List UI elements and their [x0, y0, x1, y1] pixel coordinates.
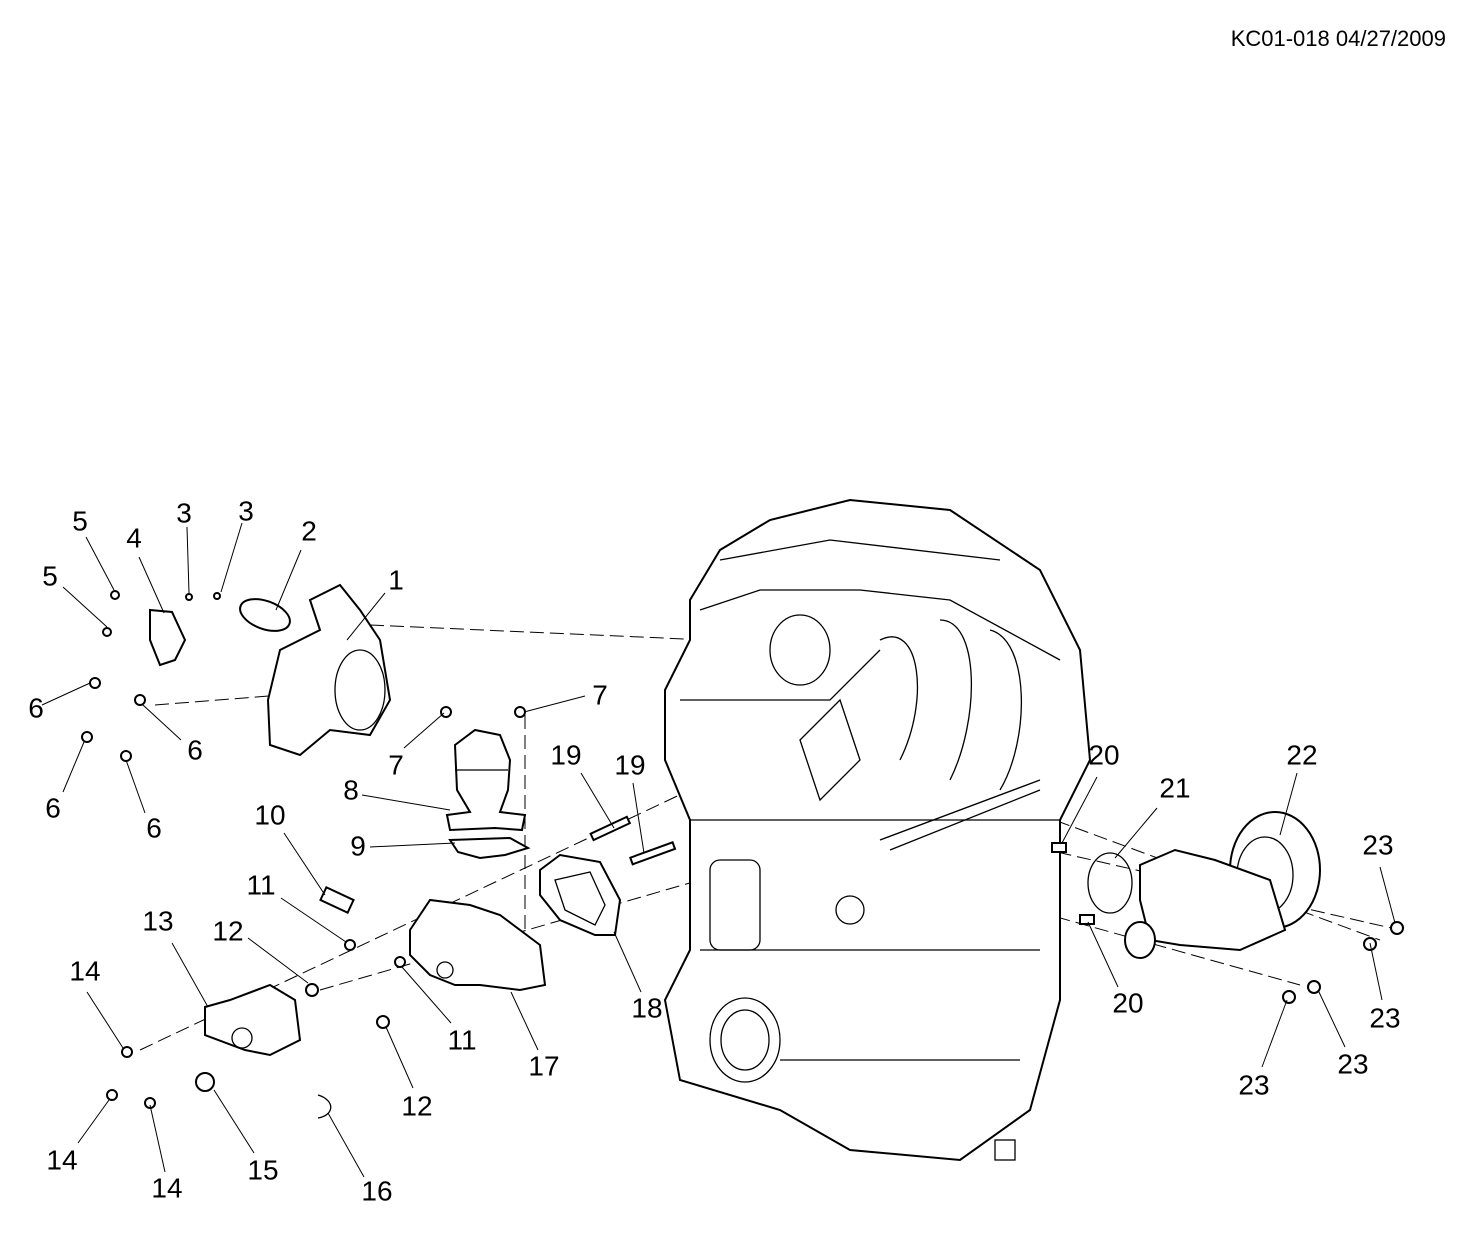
throttle-body-part-1: [266, 583, 392, 757]
callout-6: 6: [28, 692, 44, 723]
callout-14: 14: [69, 955, 100, 986]
water-pump-part-22: [1124, 811, 1321, 959]
callout-12: 12: [212, 915, 243, 946]
callout-19: 19: [614, 749, 645, 780]
callout-10: 10: [254, 799, 285, 830]
leader-lines: [41, 522, 1396, 1178]
callout-3: 3: [176, 497, 192, 528]
callout-5: 5: [72, 505, 88, 536]
callout-11: 11: [447, 1024, 476, 1055]
gasket-part-9: [448, 836, 531, 860]
callout-5: 5: [42, 560, 58, 591]
o-ring-part-21: [1087, 852, 1133, 914]
callout-8: 8: [343, 774, 359, 805]
callout-6: 6: [146, 812, 162, 843]
drawing-id-date: KC01-018 04/27/2009: [1230, 26, 1446, 51]
callout-23: 23: [1337, 1048, 1368, 1079]
pins-part-19: [589, 815, 677, 866]
callout-13: 13: [142, 905, 173, 936]
callout-15: 15: [247, 1154, 278, 1185]
callout-9: 9: [350, 830, 366, 861]
clip-part-16: [317, 1094, 332, 1119]
sensor-part-10: [319, 885, 355, 915]
callout-14: 14: [46, 1144, 77, 1175]
callout-labels: 1 2 3 3 4 5 5 6 6 6 6 7 7 8 9 10 11 11 1…: [28, 495, 1400, 1206]
callout-23: 23: [1362, 829, 1393, 860]
callout-3: 3: [238, 495, 254, 526]
callout-20: 20: [1112, 987, 1143, 1018]
housing-part-17: [409, 898, 547, 992]
engine-assembly: [663, 498, 1092, 1162]
callout-17: 17: [528, 1050, 559, 1081]
dowels-part-20: [1051, 842, 1095, 925]
callout-23: 23: [1238, 1069, 1269, 1100]
callout-11: 11: [246, 869, 275, 900]
callout-7: 7: [388, 749, 404, 780]
callout-7: 7: [592, 679, 608, 710]
actuator-part-2: [239, 598, 291, 632]
callout-18: 18: [631, 992, 662, 1023]
fasteners: [81, 590, 1404, 1109]
callout-19: 19: [550, 739, 581, 770]
callout-21: 21: [1159, 772, 1190, 803]
sensor-part-4: [149, 608, 187, 667]
callout-20: 20: [1088, 739, 1119, 770]
callout-16: 16: [361, 1175, 392, 1206]
thermostat-part-13: [204, 983, 302, 1057]
callout-23: 23: [1369, 1002, 1400, 1033]
callout-6: 6: [45, 792, 61, 823]
callout-22: 22: [1286, 739, 1317, 770]
callout-2: 2: [301, 515, 317, 546]
callout-1: 1: [388, 564, 404, 595]
callout-6: 6: [187, 734, 203, 765]
seal-part-15: [195, 1072, 215, 1092]
egr-valve-part-8: [445, 728, 527, 832]
callout-4: 4: [126, 522, 142, 553]
callout-14: 14: [151, 1172, 182, 1203]
callout-12: 12: [401, 1090, 432, 1121]
